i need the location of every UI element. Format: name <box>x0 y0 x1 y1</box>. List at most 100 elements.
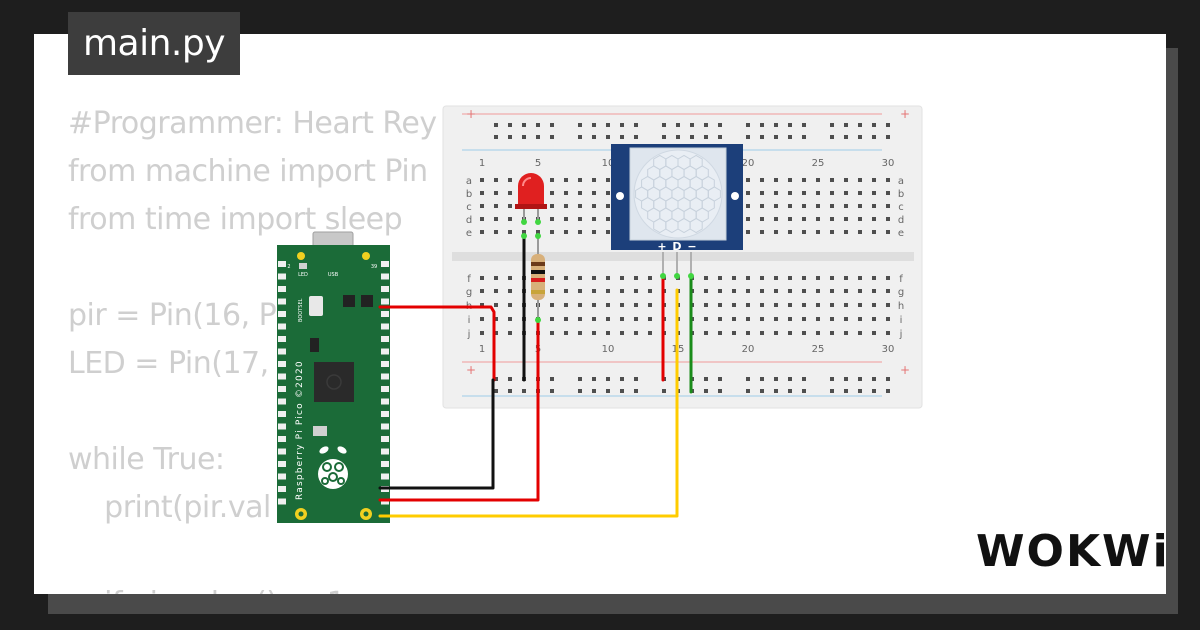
rail-hole[interactable] <box>620 377 624 381</box>
pir-sensor[interactable]: + D − <box>611 144 743 276</box>
breadboard-hole[interactable] <box>872 230 876 234</box>
pico-pin[interactable] <box>278 423 286 430</box>
breadboard-hole[interactable] <box>704 331 708 335</box>
breadboard-hole[interactable] <box>578 276 582 280</box>
breadboard-hole[interactable] <box>732 303 736 307</box>
rail-hole[interactable] <box>760 135 764 139</box>
breadboard-hole[interactable] <box>844 331 848 335</box>
breadboard-hole[interactable] <box>788 204 792 208</box>
breadboard-hole[interactable] <box>844 289 848 293</box>
breadboard-hole[interactable] <box>858 289 862 293</box>
breadboard-hole[interactable] <box>578 331 582 335</box>
breadboard-hole[interactable] <box>746 289 750 293</box>
rail-hole[interactable] <box>592 377 596 381</box>
breadboard-hole[interactable] <box>760 178 764 182</box>
rail-hole[interactable] <box>746 389 750 393</box>
rail-hole[interactable] <box>858 389 862 393</box>
breadboard-hole[interactable] <box>802 317 806 321</box>
pico-pin[interactable] <box>381 336 389 342</box>
breadboard-hole[interactable] <box>606 217 610 221</box>
pico-pin[interactable] <box>381 461 389 467</box>
breadboard-hole[interactable] <box>648 303 652 307</box>
rail-hole[interactable] <box>858 377 862 381</box>
rail-hole[interactable] <box>830 377 834 381</box>
breadboard-hole[interactable] <box>844 178 848 182</box>
pico-pin[interactable] <box>278 436 286 442</box>
rail-hole[interactable] <box>886 377 890 381</box>
rail-hole[interactable] <box>634 389 638 393</box>
rail-hole[interactable] <box>606 377 610 381</box>
breadboard-hole[interactable] <box>774 331 778 335</box>
breadboard-hole[interactable] <box>494 289 498 293</box>
breadboard-hole[interactable] <box>760 276 764 280</box>
breadboard-hole[interactable] <box>620 303 624 307</box>
breadboard-hole[interactable] <box>858 276 862 280</box>
breadboard-hole[interactable] <box>578 191 582 195</box>
breadboard-hole[interactable] <box>634 276 638 280</box>
breadboard-hole[interactable] <box>550 217 554 221</box>
breadboard-hole[interactable] <box>592 317 596 321</box>
breadboard-hole[interactable] <box>494 317 498 321</box>
breadboard-hole[interactable] <box>480 317 484 321</box>
breadboard-hole[interactable] <box>606 204 610 208</box>
breadboard-hole[interactable] <box>760 303 764 307</box>
rail-hole[interactable] <box>746 123 750 127</box>
breadboard-hole[interactable] <box>592 178 596 182</box>
breadboard-hole[interactable] <box>858 178 862 182</box>
rail-hole[interactable] <box>522 389 526 393</box>
rail-hole[interactable] <box>802 377 806 381</box>
rail-hole[interactable] <box>662 123 666 127</box>
breadboard-hole[interactable] <box>564 204 568 208</box>
pico-pin[interactable] <box>381 361 389 367</box>
pico-pin[interactable] <box>278 411 286 417</box>
rail-hole[interactable] <box>550 123 554 127</box>
rail-hole[interactable] <box>886 389 890 393</box>
pico-pin[interactable] <box>278 486 286 492</box>
breadboard-hole[interactable] <box>816 178 820 182</box>
breadboard-hole[interactable] <box>648 317 652 321</box>
pico-pin[interactable] <box>278 348 286 355</box>
breadboard-hole[interactable] <box>788 317 792 321</box>
rail-hole[interactable] <box>844 377 848 381</box>
pico-pin[interactable] <box>278 448 286 455</box>
rail-hole[interactable] <box>872 123 876 127</box>
rail-hole[interactable] <box>662 135 666 139</box>
rail-hole[interactable] <box>522 123 526 127</box>
breadboard-hole[interactable] <box>606 276 610 280</box>
breadboard-hole[interactable] <box>746 230 750 234</box>
breadboard-hole[interactable] <box>830 178 834 182</box>
rail-hole[interactable] <box>844 389 848 393</box>
breadboard-hole[interactable] <box>550 191 554 195</box>
pico-pin[interactable] <box>381 286 389 292</box>
breadboard-hole[interactable] <box>760 230 764 234</box>
pico-pin[interactable] <box>381 398 389 405</box>
pico-pin[interactable] <box>381 473 389 480</box>
rail-hole[interactable] <box>760 123 764 127</box>
breadboard-hole[interactable] <box>746 317 750 321</box>
rail-hole[interactable] <box>536 135 540 139</box>
rail-hole[interactable] <box>704 135 708 139</box>
rail-hole[interactable] <box>760 377 764 381</box>
rail-hole[interactable] <box>592 135 596 139</box>
breadboard-hole[interactable] <box>816 191 820 195</box>
breadboard-hole[interactable] <box>606 178 610 182</box>
breadboard-hole[interactable] <box>830 331 834 335</box>
breadboard-hole[interactable] <box>746 204 750 208</box>
breadboard-hole[interactable] <box>816 217 820 221</box>
breadboard-hole[interactable] <box>564 331 568 335</box>
breadboard-hole[interactable] <box>774 276 778 280</box>
breadboard-hole[interactable] <box>872 289 876 293</box>
rail-hole[interactable] <box>494 377 498 381</box>
rail-hole[interactable] <box>494 135 498 139</box>
breadboard-hole[interactable] <box>760 331 764 335</box>
rail-hole[interactable] <box>634 123 638 127</box>
rail-hole[interactable] <box>550 377 554 381</box>
breadboard-hole[interactable] <box>578 303 582 307</box>
breadboard-hole[interactable] <box>746 178 750 182</box>
breadboard-hole[interactable] <box>550 204 554 208</box>
pico-board[interactable]: LED USB 2 39 BOOTSEL Raspberry Pi Pico ©… <box>277 231 390 523</box>
breadboard-hole[interactable] <box>648 276 652 280</box>
breadboard-hole[interactable] <box>522 230 526 234</box>
breadboard-hole[interactable] <box>592 217 596 221</box>
pico-pin[interactable] <box>278 373 286 380</box>
